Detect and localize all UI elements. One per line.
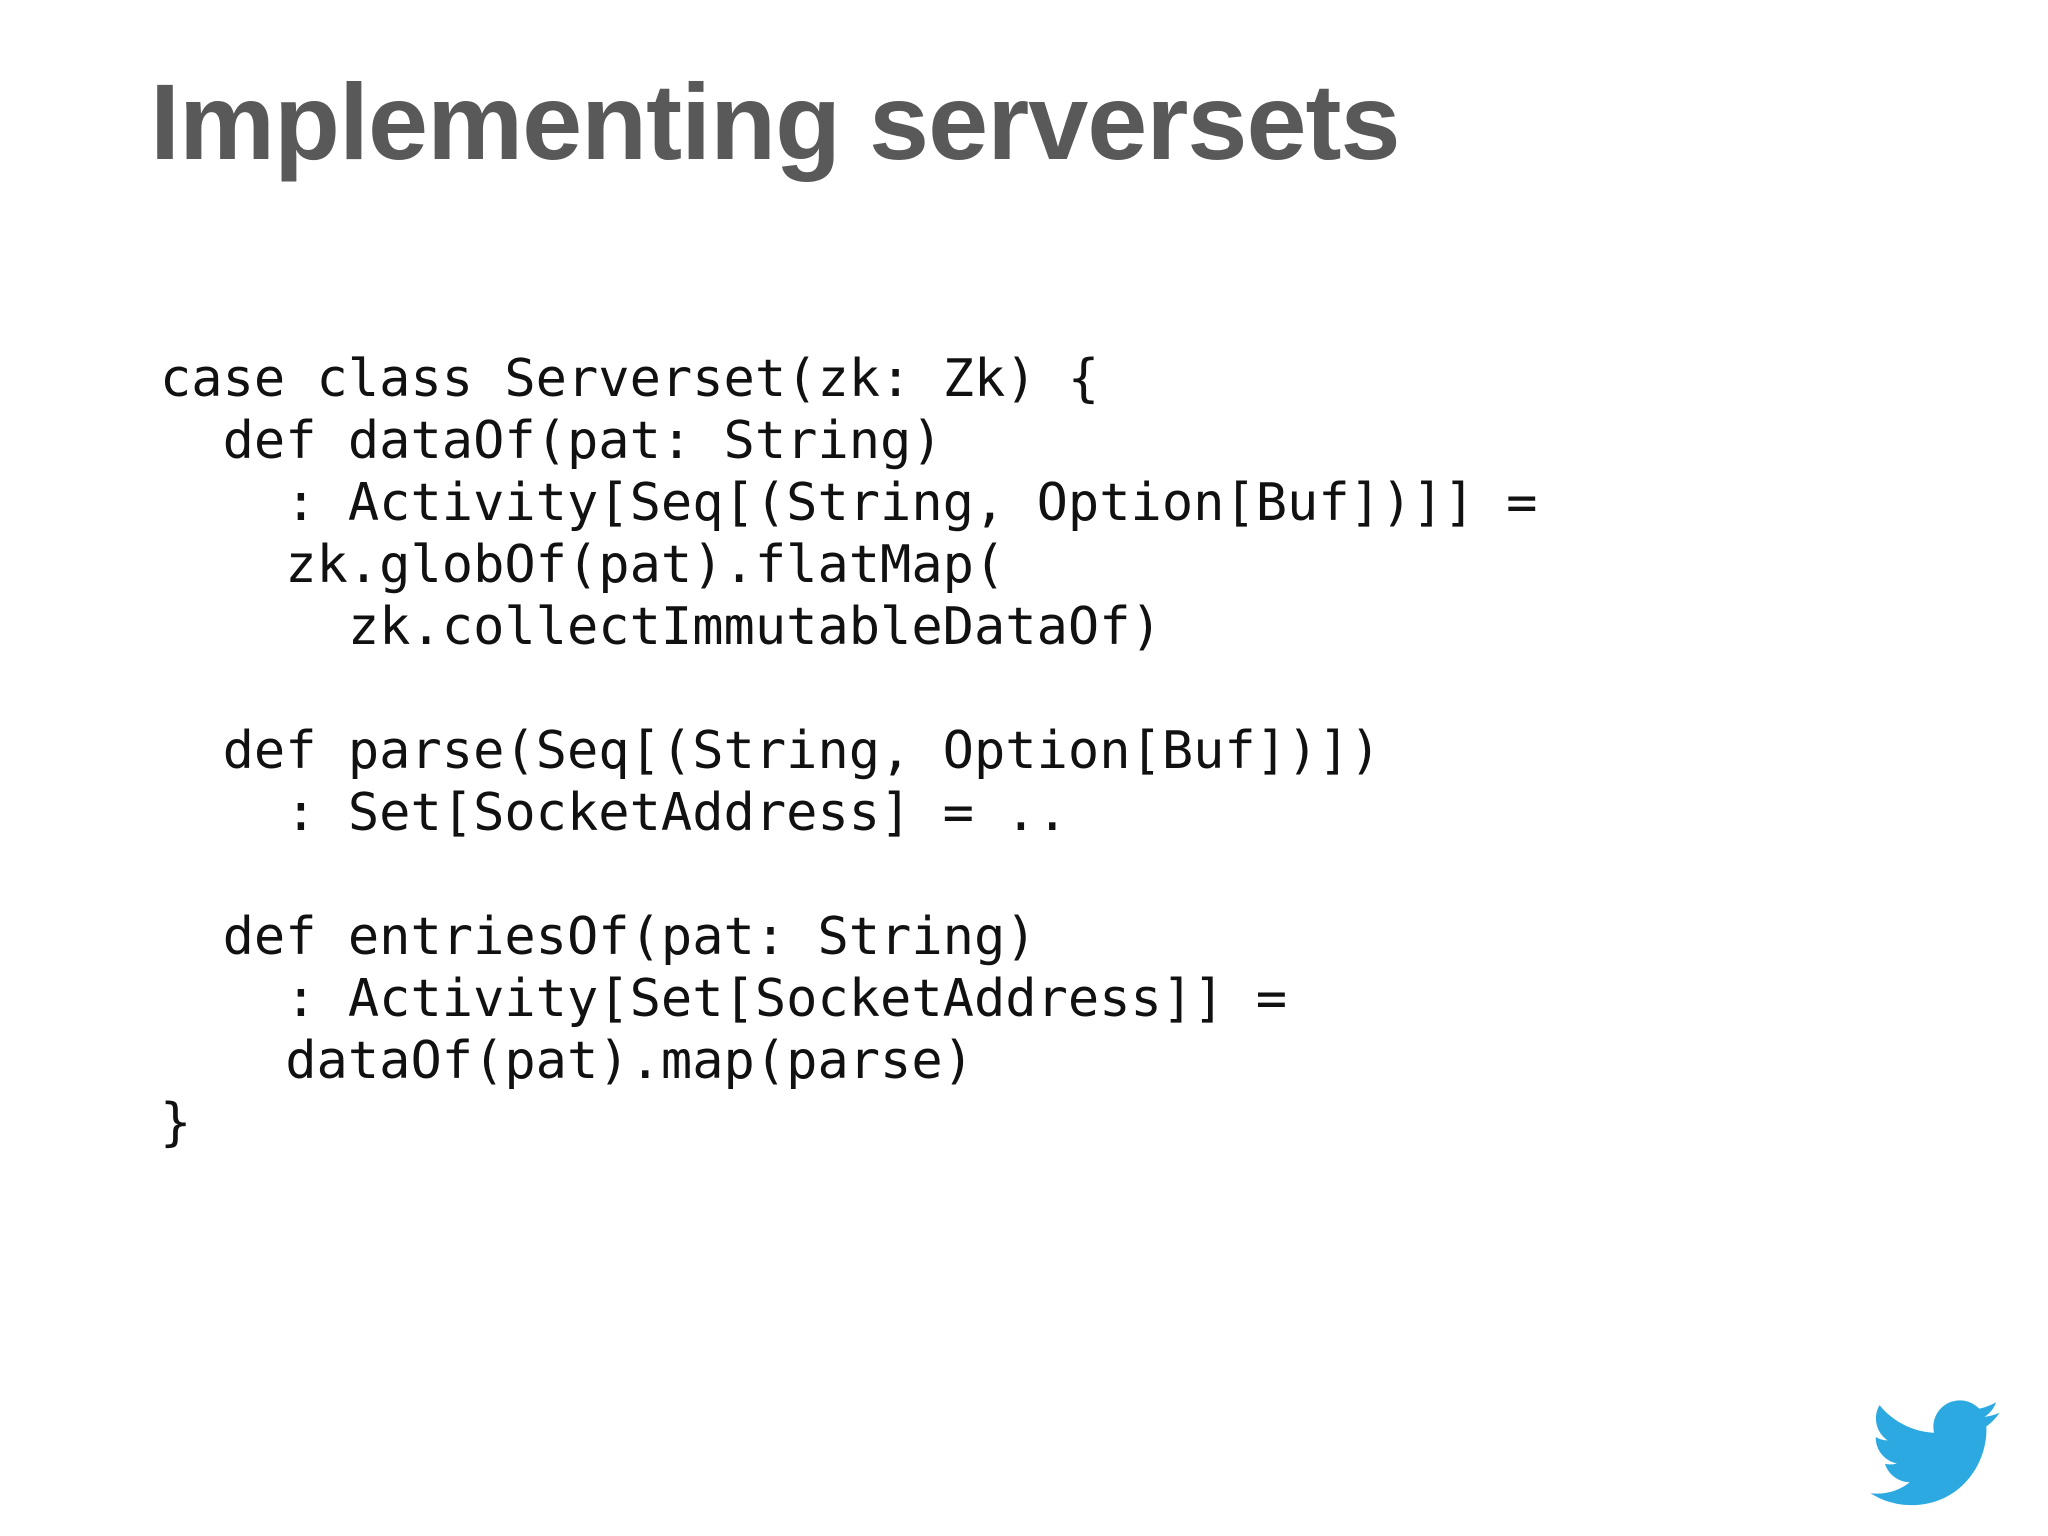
code-line: zk.collectImmutableDataOf) xyxy=(160,597,1162,657)
twitter-bird-icon xyxy=(1870,1398,2000,1508)
code-line: } xyxy=(160,1093,192,1153)
page-title: Implementing serversets xyxy=(150,61,1401,182)
code-line: case class Serverset(zk: Zk) { xyxy=(160,349,1100,409)
code-line: : Set[SocketAddress] = .. xyxy=(160,783,1068,843)
code-content: case class Serverset(zk: Zk) { def dataO… xyxy=(160,348,1538,1154)
code-line: dataOf(pat).map(parse) xyxy=(160,1031,974,1091)
code-line xyxy=(160,844,1538,906)
code-line xyxy=(160,658,1538,720)
code-block: case class Serverset(zk: Zk) { def dataO… xyxy=(160,348,1538,1154)
code-line: def dataOf(pat: String) xyxy=(160,411,943,471)
code-line: zk.globOf(pat).flatMap( xyxy=(160,535,1006,595)
code-line: def parse(Seq[(String, Option[Buf])]) xyxy=(160,721,1381,781)
code-line: : Activity[Set[SocketAddress]] = xyxy=(160,969,1288,1029)
code-line: : Activity[Seq[(String, Option[Buf])]] = xyxy=(160,473,1538,533)
code-line: def entriesOf(pat: String) xyxy=(160,907,1037,967)
